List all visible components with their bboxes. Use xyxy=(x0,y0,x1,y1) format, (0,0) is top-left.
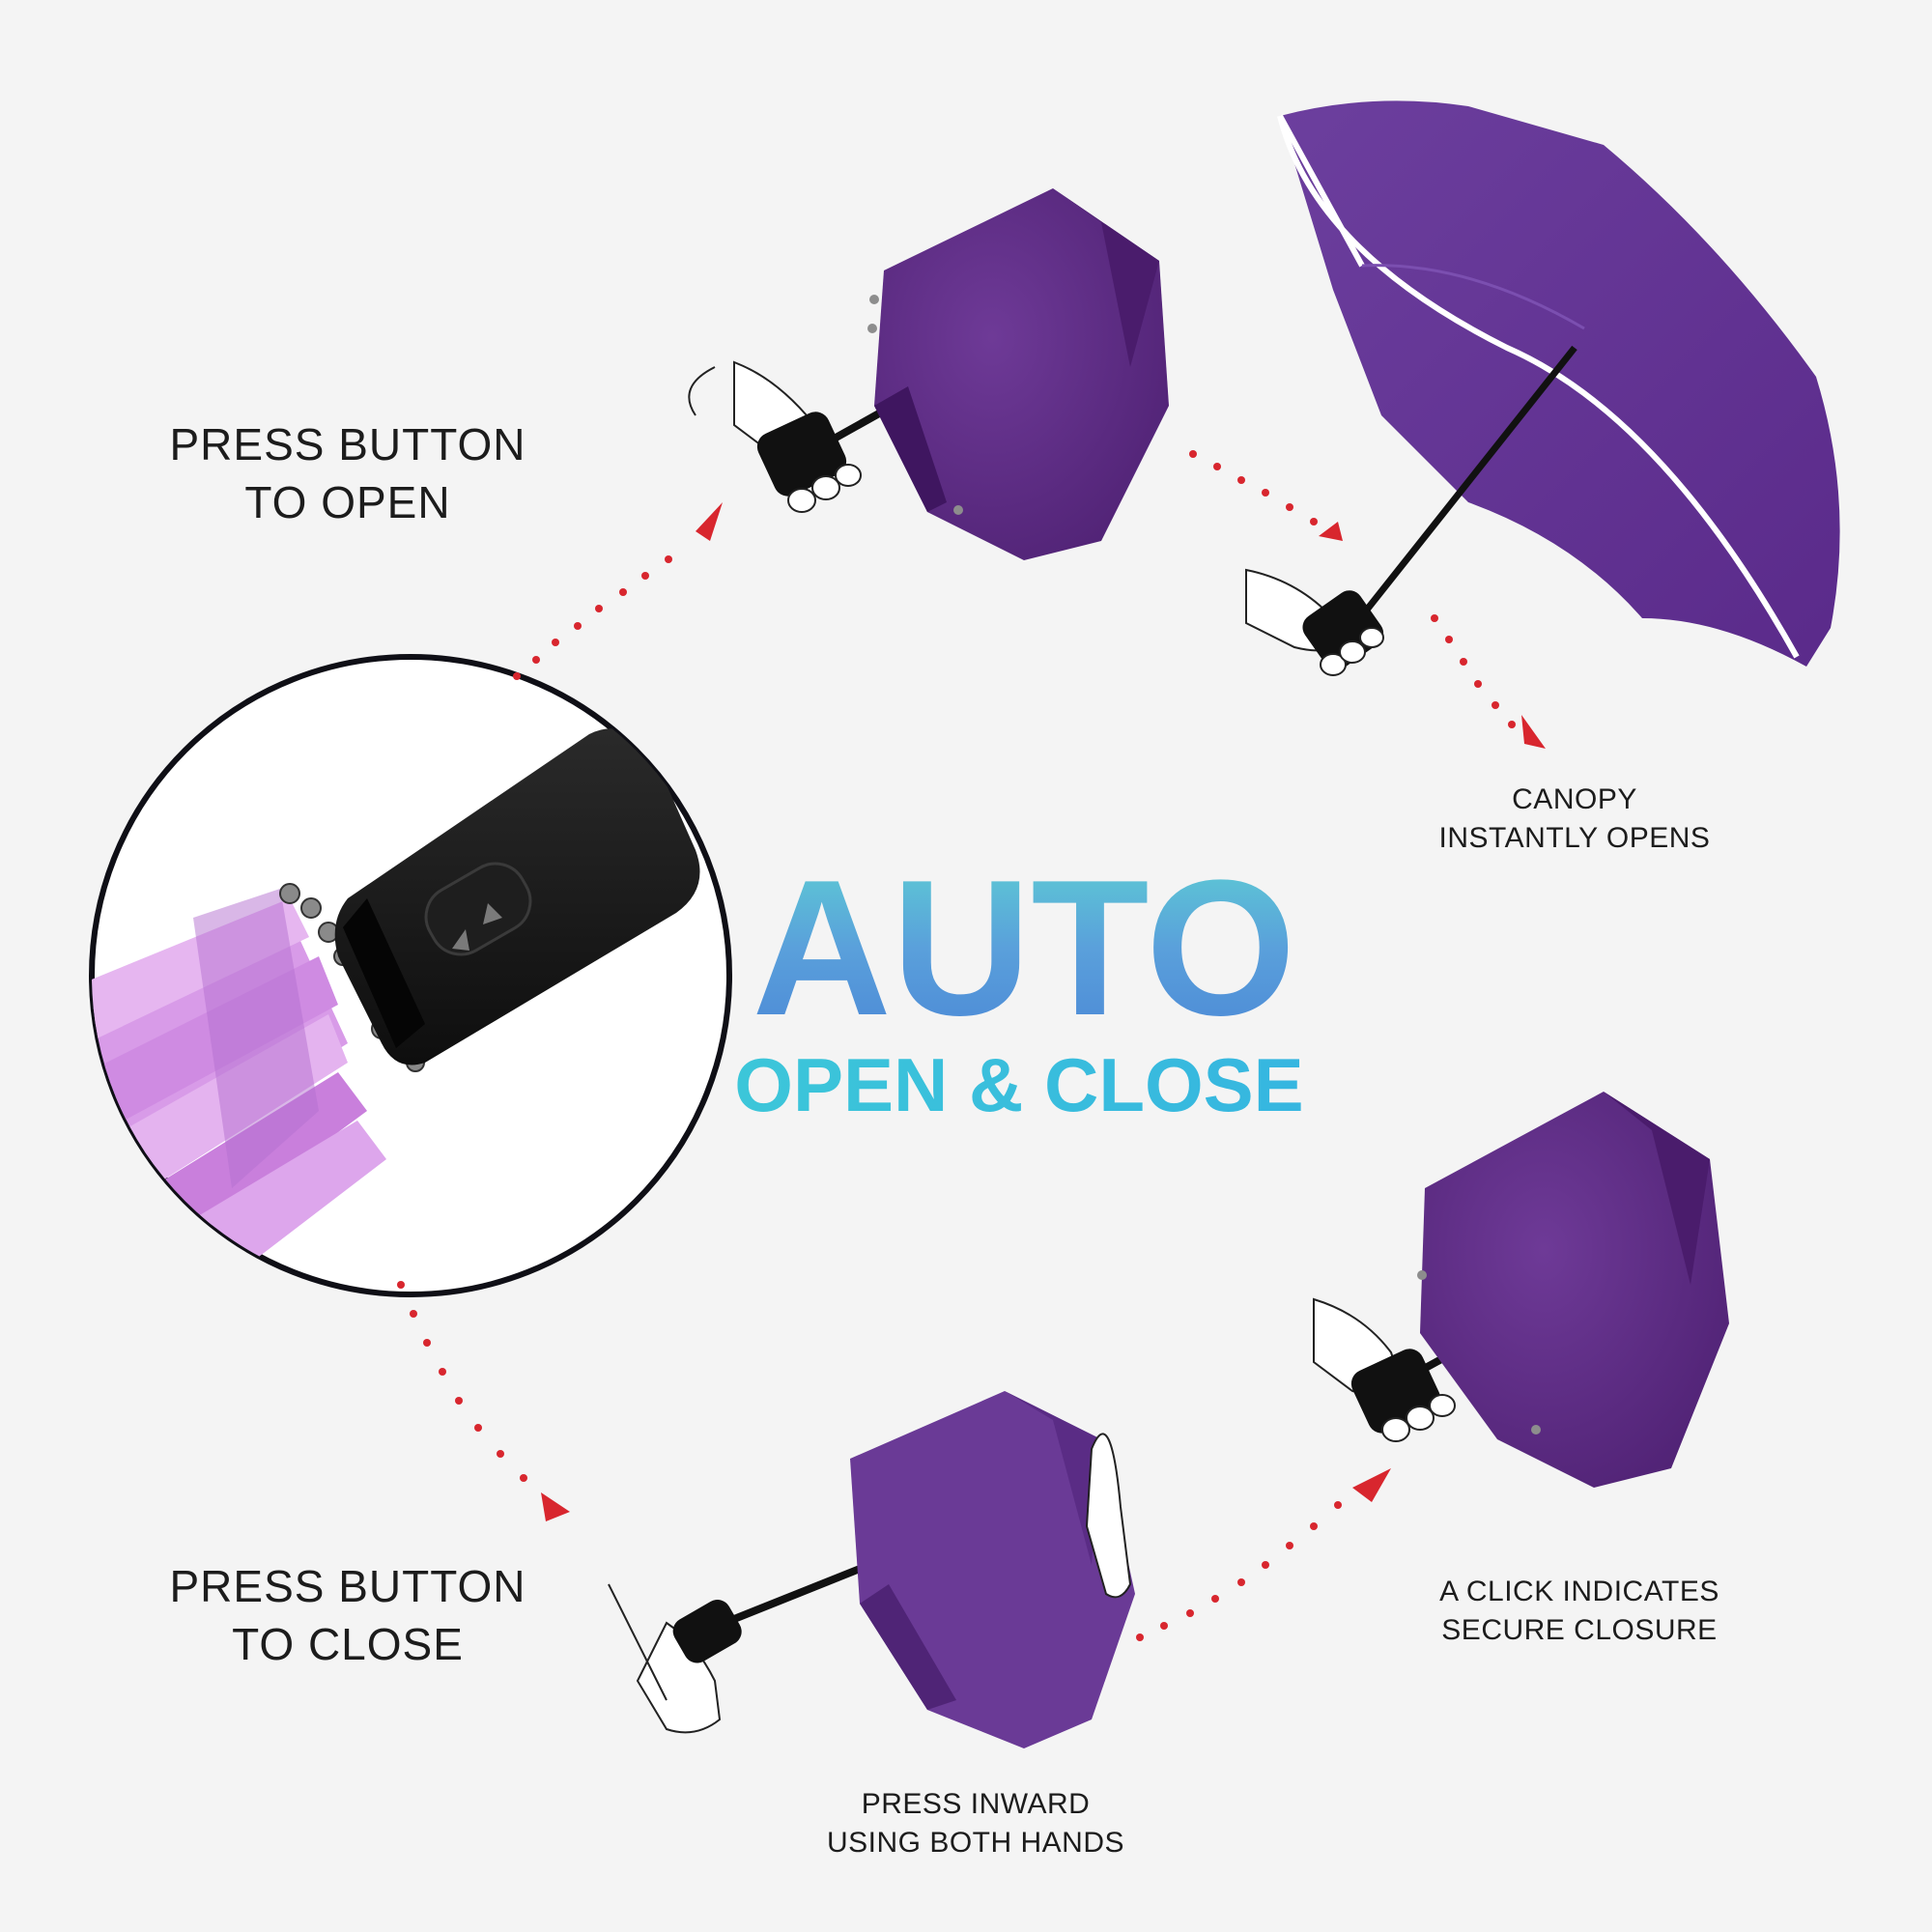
arrowhead-icon xyxy=(1352,1468,1391,1502)
title-auto: AUTO xyxy=(753,840,1296,1056)
caption-click-secure: A CLICK INDICATES SECURE CLOSURE xyxy=(1439,1576,1719,1646)
arrow-to-secure xyxy=(1136,1468,1391,1641)
arrow-canopy-opens xyxy=(1431,614,1546,749)
zoom-open-close-button[interactable] xyxy=(414,852,541,965)
hand-holding-from-below xyxy=(608,1583,742,1734)
closed-umbrella-secured xyxy=(1399,1092,1729,1488)
arrowhead-icon xyxy=(1319,522,1343,541)
open-umbrella xyxy=(1277,100,1840,667)
arrowhead-icon xyxy=(1521,715,1546,749)
hand-holding-closed-secured xyxy=(1313,1297,1456,1442)
zoom-arrow-right-icon xyxy=(483,903,502,924)
closed-umbrella-top xyxy=(805,188,1169,560)
zoom-handle xyxy=(334,728,700,1065)
arrow-to-canopy xyxy=(1189,450,1343,541)
zoom-arrow-left-icon xyxy=(452,929,469,951)
caption-press-open: PRESS BUTTON TO OPEN xyxy=(169,419,526,527)
arrowhead-icon xyxy=(696,502,723,541)
arrow-to-open xyxy=(513,502,723,680)
zoom-canopy-folds xyxy=(92,889,386,1285)
umbrella-being-closed xyxy=(674,1391,1135,1748)
caption-press-close: PRESS BUTTON TO CLOSE xyxy=(169,1561,526,1669)
hand-holding-open-umbrella xyxy=(1245,568,1384,676)
caption-press-inward: PRESS INWARD USING BOTH HANDS xyxy=(826,1788,1125,1859)
zoom-handle-detail xyxy=(89,654,732,1297)
hand-pressing-canopy xyxy=(1085,1433,1132,1599)
hand-holding-closed-umbrella xyxy=(688,360,862,513)
caption-canopy-opens: CANOPY INSTANTLY OPENS xyxy=(1438,783,1711,854)
arrowhead-icon xyxy=(541,1492,570,1521)
title-open-close: OPEN & CLOSE xyxy=(734,1042,1303,1127)
arrow-to-close xyxy=(397,1281,570,1521)
